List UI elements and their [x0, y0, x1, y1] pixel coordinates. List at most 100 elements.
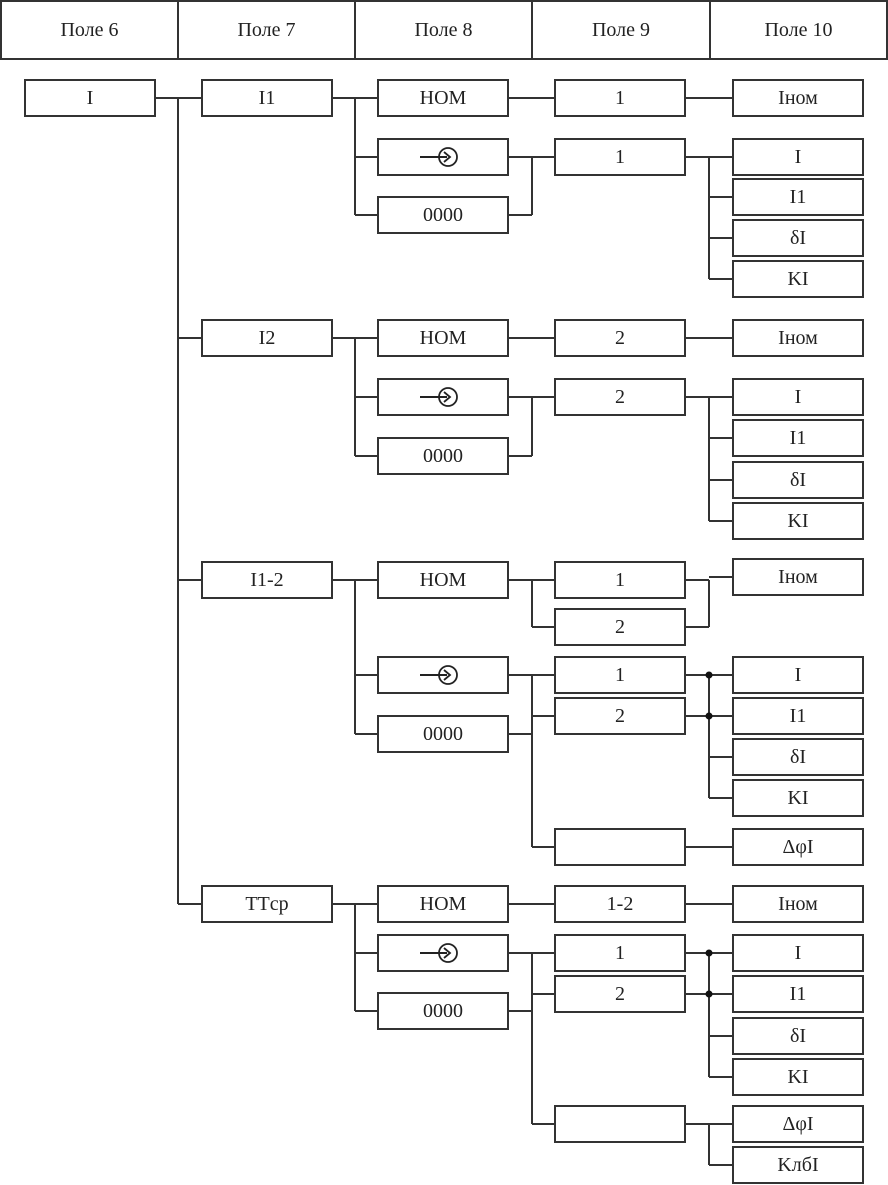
group-2-channel-1-frame	[554, 378, 686, 416]
header-label: Поле 6	[60, 19, 118, 41]
group-1-output-1-label: I	[795, 146, 802, 168]
group-3-nom-channel-2: 2	[554, 608, 686, 646]
group-3-channel-1-label: 1	[615, 664, 625, 686]
group-2-output-1: I	[732, 378, 864, 416]
group-1-mode-2-frame	[377, 196, 509, 234]
header-cell-9: Поле 9	[531, 0, 711, 60]
group-3-output-3-frame	[732, 738, 864, 776]
group-3-mode-2: 0000	[377, 715, 509, 753]
group-1-channel-1-label: 1	[615, 146, 625, 168]
group-4-extra-output-1: ΔφI	[732, 1105, 864, 1143]
group-4-output-2-frame	[732, 975, 864, 1013]
group-4-mode-2: 0000	[377, 992, 509, 1030]
group-3-channel-1-frame	[554, 656, 686, 694]
group-3-nom-channel-1: 1	[554, 561, 686, 599]
header-label: Поле 8	[414, 19, 472, 41]
group-2-nom-output-1-frame	[732, 319, 864, 357]
junction-dot	[705, 990, 713, 998]
group-2-channel-1: 2	[554, 378, 686, 416]
group-2-nom-output-1-label: Iном	[778, 327, 818, 349]
group-3-output-4: KI	[732, 779, 864, 817]
group-2-output-4-frame	[732, 502, 864, 540]
group-4-nom-output-1-frame	[732, 885, 864, 923]
group-2-output-4-label: KI	[787, 510, 808, 532]
group-4-extra-output-2-label: KлбI	[777, 1154, 818, 1176]
group-4-node-frame	[201, 885, 333, 923]
group-4-extra-output-1-label: ΔφI	[782, 1113, 813, 1135]
group-1-nom-mode: НОМ	[377, 79, 509, 117]
group-4-nom-channel-1-label: 1-2	[607, 893, 634, 915]
group-3-extra-output-1-label: ΔφI	[782, 836, 813, 858]
group-3-extra-output-1: ΔφI	[732, 828, 864, 866]
group-3-channel-1: 1	[554, 656, 686, 694]
group-4-channel-1-label: 1	[615, 942, 625, 964]
group-3-mode-2-label: 0000	[423, 723, 463, 745]
group-3-output-4-label: KI	[787, 787, 808, 809]
group-3-output-1-frame	[732, 656, 864, 694]
junction-dot	[705, 671, 713, 679]
group-3-nom-mode: НОМ	[377, 561, 509, 599]
group-4-channel-1-frame	[554, 934, 686, 972]
group-1-output-4-label: KI	[787, 268, 808, 290]
header-cell-10: Поле 10	[709, 0, 888, 60]
group-4-output-4-frame	[732, 1058, 864, 1096]
junction-dot	[705, 712, 713, 720]
group-4-output-3-label: δI	[790, 1025, 806, 1047]
group-3-node: I1-2	[201, 561, 333, 599]
arrow-into-circle-icon	[420, 147, 458, 167]
group-4-output-2-label: I1	[790, 983, 807, 1005]
group-4-mode-2-label: 0000	[423, 1000, 463, 1022]
group-1-channel-1-frame	[554, 138, 686, 176]
group-4-output-3-frame	[732, 1017, 864, 1055]
group-1-channel-1: 1	[554, 138, 686, 176]
group-1-mode-2-label: 0000	[423, 204, 463, 226]
group-4-extra-channel-frame	[554, 1105, 686, 1143]
group-2-output-1-frame	[732, 378, 864, 416]
group-4-output-1-frame	[732, 934, 864, 972]
group-2-nom-mode-label: НОМ	[420, 327, 467, 349]
group-4-output-1: I	[732, 934, 864, 972]
group-1-output-3: δI	[732, 219, 864, 257]
group-4-nom-mode: НОМ	[377, 885, 509, 923]
group-1-output-4-frame	[732, 260, 864, 298]
junction-dot	[705, 949, 713, 957]
group-4-channel-2-label: 2	[615, 983, 625, 1005]
group-1-nom-output-1: Iном	[732, 79, 864, 117]
group-3-nom-channel-1-label: 1	[615, 569, 625, 591]
group-3-extra-channel	[554, 828, 686, 866]
arrow-into-circle-icon	[420, 387, 458, 407]
group-1-mode-2: 0000	[377, 196, 509, 234]
group-2-output-1-label: I	[795, 386, 802, 408]
header-label: Поле 9	[592, 19, 650, 41]
group-2-node-label: I2	[259, 327, 276, 349]
group-1-output-3-frame	[732, 219, 864, 257]
group-3-channel-2: 2	[554, 697, 686, 735]
group-3-extra-output-1-frame	[732, 828, 864, 866]
group-4-extra-output-2-frame	[732, 1146, 864, 1184]
group-4-output-4-label: KI	[787, 1066, 808, 1088]
group-1-nom-output-1-label: Iном	[778, 87, 818, 109]
group-3-output-3: δI	[732, 738, 864, 776]
group-3-output-2: I1	[732, 697, 864, 735]
group-3-nom-mode-frame	[377, 561, 509, 599]
group-1-nom-channel-1: 1	[554, 79, 686, 117]
group-4-mode-1	[377, 934, 509, 972]
group-4-nom-channel-1-frame	[554, 885, 686, 923]
group-3-mode-2-frame	[377, 715, 509, 753]
group-2-output-3-frame	[732, 461, 864, 499]
group-2-node: I2	[201, 319, 333, 357]
group-2-nom-channel-1-frame	[554, 319, 686, 357]
group-4-node: TTср	[201, 885, 333, 923]
group-4-extra-output-1-frame	[732, 1105, 864, 1143]
group-3-output-4-frame	[732, 779, 864, 817]
group-3-nom-channel-1-frame	[554, 561, 686, 599]
group-2-mode-2-frame	[377, 437, 509, 475]
group-2-nom-channel-1-label: 2	[615, 327, 625, 349]
group-2-output-2-frame	[732, 419, 864, 457]
arrow-into-circle-icon	[420, 943, 458, 963]
header-cell-6: Поле 6	[0, 0, 179, 60]
group-1-output-1-frame	[732, 138, 864, 176]
group-3-mode-1	[377, 656, 509, 694]
group-3-output-3-label: δI	[790, 746, 806, 768]
